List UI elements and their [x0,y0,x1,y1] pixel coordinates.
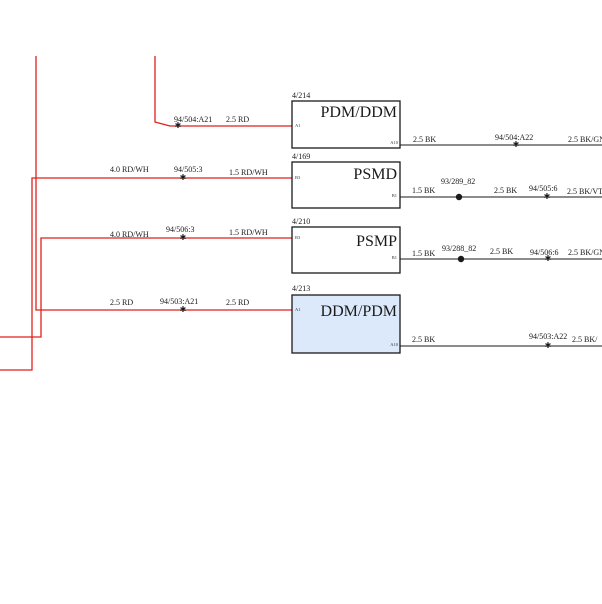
red-wire-connector-label: 94/506:3 [166,225,194,234]
red-wire-left-label: 2.5 RD [110,298,133,307]
connector-marker[interactable]: ✱ [544,192,551,201]
black-wire-label: 2.5 BK [494,186,517,195]
module-box[interactable] [291,294,401,354]
connector-marker[interactable]: ✱ [513,140,520,149]
pin-out-label: B1 [392,255,397,260]
module-ref: 4/214 [292,91,310,100]
module-ddm-pdm[interactable]: 4/213 DDM/PDM A1 A10 [291,284,401,354]
black-wire-end-label: 2.5 BK/GN [568,248,602,257]
connector-marker[interactable]: ✱ [180,233,187,242]
black-wire-end-label: 2.5 BK/VT [567,187,602,196]
black-wire-end-label: 2.5 BK/ [572,335,598,344]
pin-out-label: B1 [392,193,397,198]
module-title: PSMP [356,233,397,250]
module-ref: 4/213 [292,284,310,293]
black-wire-label: 1.5 BK [412,249,435,258]
red-wire-right-label: 2.5 RD [226,115,249,124]
red-wire-trunk-1 [35,56,293,311]
pin-in-label: B3 [295,235,301,240]
red-wire-connector-label: 94/505:3 [174,165,202,174]
connector-marker[interactable]: ✱ [180,173,187,182]
pin-in-label: A1 [295,307,301,312]
red-wire-right-label: 1.5 RD/WH [229,228,268,237]
red-wire-labels: 94/504:A21 2.5 RD 4.0 RD/WH 94/505:3 1.5… [110,115,268,307]
red-connector-markers: ✱ ✱ ✱ ✱ [175,121,187,314]
splice-label: 93/288_82 [442,244,476,253]
pin-out-label: A10 [390,342,398,347]
connector-marker[interactable]: ✱ [180,305,187,314]
module-ref: 4/210 [292,217,310,226]
module-title: PSMD [353,166,397,183]
pin-in-label: A1 [295,123,301,128]
red-wire-left-label: 4.0 RD/WH [110,230,149,239]
red-wire-connector-label: 94/503:A21 [160,297,198,306]
pin-in-label: B3 [295,175,301,180]
black-wire-label: 2.5 BK [413,135,436,144]
red-wire-left-label: 4.0 RD/WH [110,165,149,174]
module-ref: 4/169 [292,152,310,161]
black-wire-connector-label: 94/505:6 [529,184,557,193]
connector-marker[interactable]: ✱ [545,254,552,263]
red-wire-psmp [0,237,293,338]
black-wire-label: 1.5 BK [412,186,435,195]
splice-dot[interactable] [455,193,463,201]
red-wire-connector-label: 94/504:A21 [174,115,212,124]
pin-out-label: A10 [390,140,398,145]
black-wire-label: 2.5 BK [490,247,513,256]
red-feed-wires [0,56,293,371]
red-wire-psmd [0,177,293,371]
red-wire-pdm-ddm [154,56,293,127]
module-box[interactable] [291,100,401,149]
connector-marker[interactable]: ✱ [175,121,182,130]
module-box[interactable] [291,226,401,274]
splice-dot[interactable] [457,255,465,263]
black-wire-connector-label: 94/504:A22 [495,133,533,142]
module-title: PDM/DDM [321,104,397,121]
module-box[interactable] [291,161,401,209]
red-wire-right-label: 1.5 RD/WH [229,168,268,177]
red-wire-right-label: 2.5 RD [226,298,249,307]
black-wire-connector-label: 94/503:A22 [529,332,567,341]
black-wire-connector-label: 94/506:6 [530,248,558,257]
black-connector-markers: ✱ ✱ ✱ ✱ [513,140,552,350]
module-title: DDM/PDM [321,303,397,320]
black-wire-label: 2.5 BK [412,335,435,344]
black-wire-end-label: 2.5 BK/GN [568,135,602,144]
module-psmd[interactable]: 4/169 PSMD B3 B1 [291,152,401,209]
splice-points [455,193,465,263]
connector-marker[interactable]: ✱ [545,341,552,350]
black-ground-wires [400,144,602,347]
module-psmp[interactable]: 4/210 PSMP B3 B1 [291,217,401,274]
black-wire-labels: 2.5 BK 94/504:A22 2.5 BK/GN 1.5 BK 93/28… [412,133,602,344]
splice-label: 93/289_82 [441,177,475,186]
module-pdm-ddm[interactable]: 4/214 PDM/DDM A1 A10 [291,91,401,149]
